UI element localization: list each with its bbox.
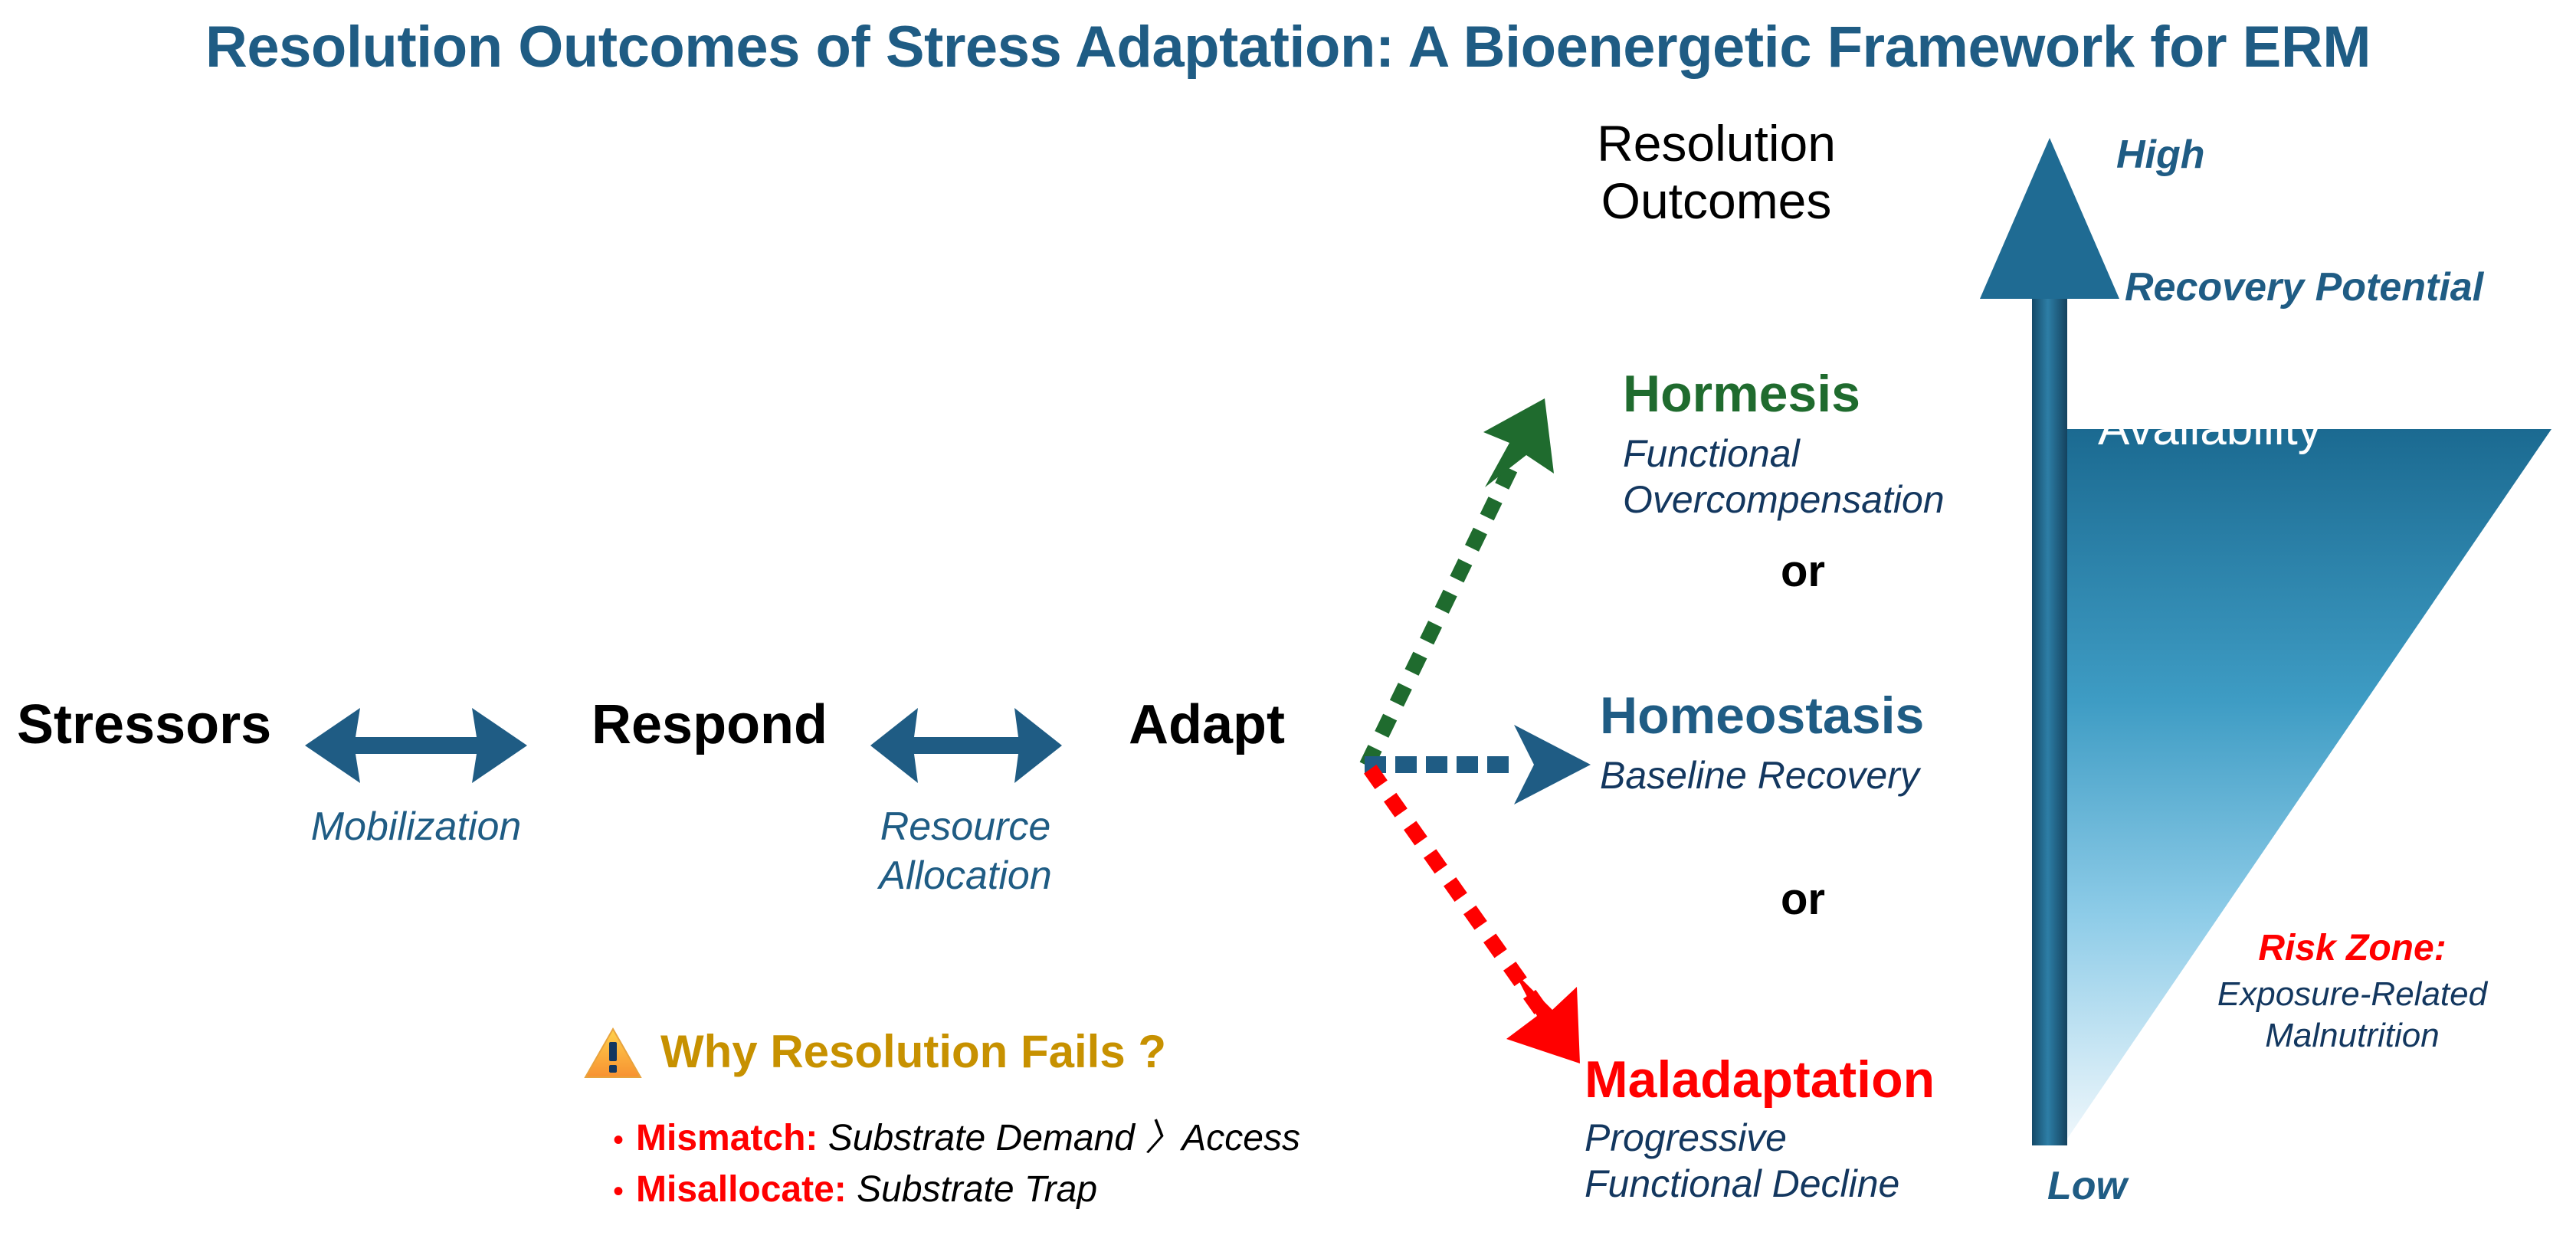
blue-dotted-right-arrow: [1365, 725, 1591, 804]
outcome-hormesis-title: Hormesis: [1623, 365, 1860, 423]
green-dotted-up-arrow: [1359, 398, 1554, 769]
why-fails-bullet-2-key: Misallocate:: [636, 1169, 847, 1210]
page-title: Resolution Outcomes of Stress Adaptation…: [205, 15, 2371, 80]
double-arrow-1-icon: [305, 703, 527, 788]
axis-title-recovery-potential: Recovery Potential: [2125, 265, 2484, 310]
why-fails-bullet-1: • Mismatch: Substrate Demand 〉Access: [613, 1107, 1300, 1161]
bioenergetic-gauge: [1980, 138, 2576, 1203]
branch-arrows-group: [1356, 398, 1893, 1073]
bioenergetic-availability-wedge: [2063, 429, 2551, 1145]
recovery-potential-arrow-icon: [1980, 138, 2119, 1145]
outcome-homeostasis-title: Homeostasis: [1600, 686, 1925, 745]
bioenergetic-availability-label: Bioenergetic Availability: [2098, 345, 2362, 457]
double-arrow-2-icon: [870, 703, 1062, 788]
resolution-outcomes-heading: Resolution Outcomes: [1502, 115, 1931, 230]
warning-triangle-icon: [584, 1027, 642, 1078]
bullet-dot-icon: •: [613, 1122, 624, 1157]
resolution-heading-line1: Resolution: [1597, 115, 1836, 172]
why-fails-title: Why Resolution Fails ?: [660, 1026, 1167, 1077]
risk-zone-title: Risk Zone:: [2258, 928, 2447, 968]
why-fails-bullet-1-value: Substrate Demand 〉Access: [828, 1118, 1301, 1158]
why-fails-bullet-2-value: Substrate Trap: [857, 1169, 1098, 1210]
flow-connector-1-label: Mobilization: [310, 804, 522, 849]
why-fails-icon-wrap: [584, 1027, 642, 1080]
outcome-homeostasis-sub-line1: Baseline Recovery: [1600, 754, 1919, 797]
outcome-hormesis: Hormesis Functional Overcompensation: [1623, 368, 1945, 523]
why-fails-bullet-1-key: Mismatch:: [636, 1118, 818, 1158]
risk-zone-sub-line1: Exposure-Related: [2217, 975, 2488, 1013]
risk-zone-callout: Risk Zone: Exposure-Related Malnutrition: [2191, 927, 2513, 1056]
why-fails-bullet-2: • Misallocate: Substrate Trap: [613, 1168, 1097, 1211]
flow-node-respond: Respond: [592, 694, 828, 755]
resolution-heading-line2: Outcomes: [1601, 172, 1832, 230]
flow-connector-2-label-line2: Allocation: [879, 854, 1052, 898]
outcome-maladaptation: Maladaptation Progressive Functional Dec…: [1585, 1053, 1935, 1207]
outcome-hormesis-sub-line2: Overcompensation: [1623, 478, 1945, 521]
outcome-separator-or-2: or: [1781, 874, 1825, 924]
outcome-maladaptation-sub-line1: Progressive: [1585, 1116, 1787, 1159]
bioenergetic-label-line2: Availability: [2098, 402, 2322, 456]
flow-node-adapt: Adapt: [1129, 694, 1285, 755]
outcome-hormesis-sub-line1: Functional: [1623, 432, 1800, 475]
risk-zone-sub-line2: Malnutrition: [2265, 1016, 2440, 1054]
outcome-homeostasis: Homeostasis Baseline Recovery: [1600, 690, 1924, 798]
axis-label-high: High: [2116, 133, 2205, 177]
outcome-separator-or-1: or: [1781, 546, 1825, 596]
outcome-maladaptation-title: Maladaptation: [1585, 1050, 1935, 1109]
flow-node-stressors: Stressors: [17, 694, 272, 755]
flow-connector-2-label-line1: Resource: [880, 804, 1051, 849]
bullet-dot-icon: •: [613, 1174, 624, 1208]
outcome-maladaptation-sub-line2: Functional Decline: [1585, 1162, 1900, 1205]
bioenergetic-label-line1: Bioenergetic: [2098, 346, 2362, 399]
red-dotted-down-arrow: [1364, 765, 1580, 1063]
axis-label-low: Low: [2047, 1164, 2127, 1208]
